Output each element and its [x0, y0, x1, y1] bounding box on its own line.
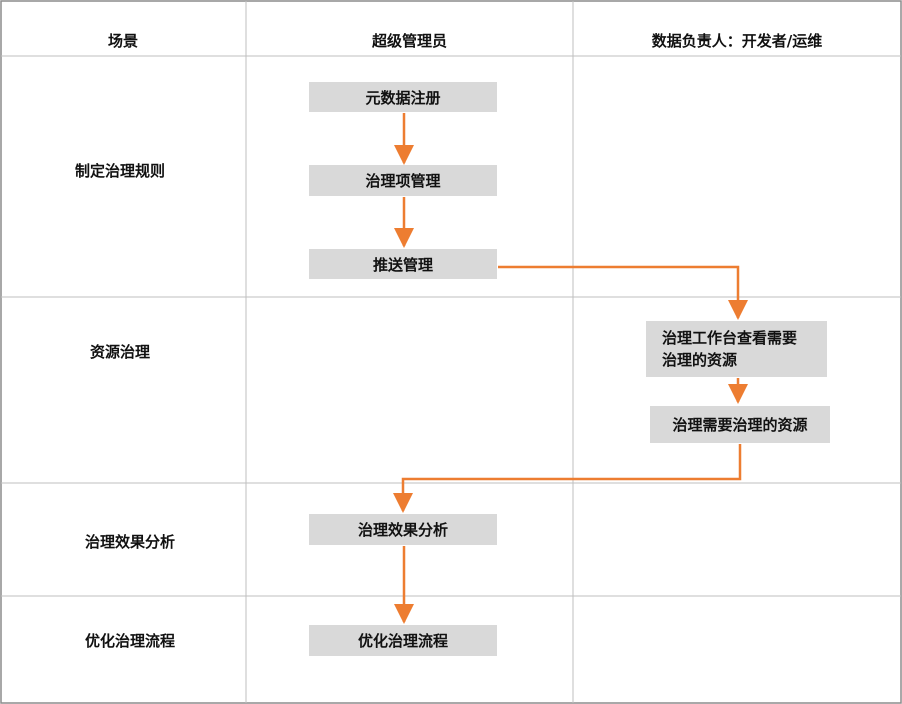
step-govern-resources: 治理需要治理的资源	[650, 406, 830, 443]
step-label: 治理项管理	[365, 172, 441, 190]
step-label: 治理工作台查看需要 治理的资源	[662, 329, 798, 369]
step-label: 优化治理流程	[357, 632, 448, 650]
step-label: 治理需要治理的资源	[672, 416, 808, 434]
step-effect-analysis: 治理效果分析	[309, 514, 497, 545]
scene-define-rules: 制定治理规则	[74, 162, 165, 180]
header-super-admin: 超级管理员	[371, 32, 447, 50]
scene-resource-governance: 资源治理	[89, 343, 150, 361]
step-label: 治理效果分析	[357, 521, 448, 539]
step-label: 元数据注册	[365, 88, 441, 107]
step-workbench-view: 治理工作台查看需要 治理的资源	[646, 321, 827, 377]
header-data-owner: 数据负责人：开发者/运维	[651, 32, 823, 50]
arrow-govern-to-analysis	[393, 444, 742, 513]
step-label: 推送管理	[372, 255, 433, 274]
step-governance-item-mgmt: 治理项管理	[309, 165, 497, 196]
step-metadata-register: 元数据注册	[309, 82, 497, 112]
scene-optimize-flow: 优化治理流程	[84, 632, 175, 650]
header-scene: 场景	[107, 32, 138, 50]
scene-effect-analysis: 治理效果分析	[84, 533, 175, 551]
step-optimize-flow: 优化治理流程	[309, 625, 497, 656]
step-push-mgmt: 推送管理	[309, 249, 497, 279]
arrow-push-to-workbench	[498, 265, 748, 320]
